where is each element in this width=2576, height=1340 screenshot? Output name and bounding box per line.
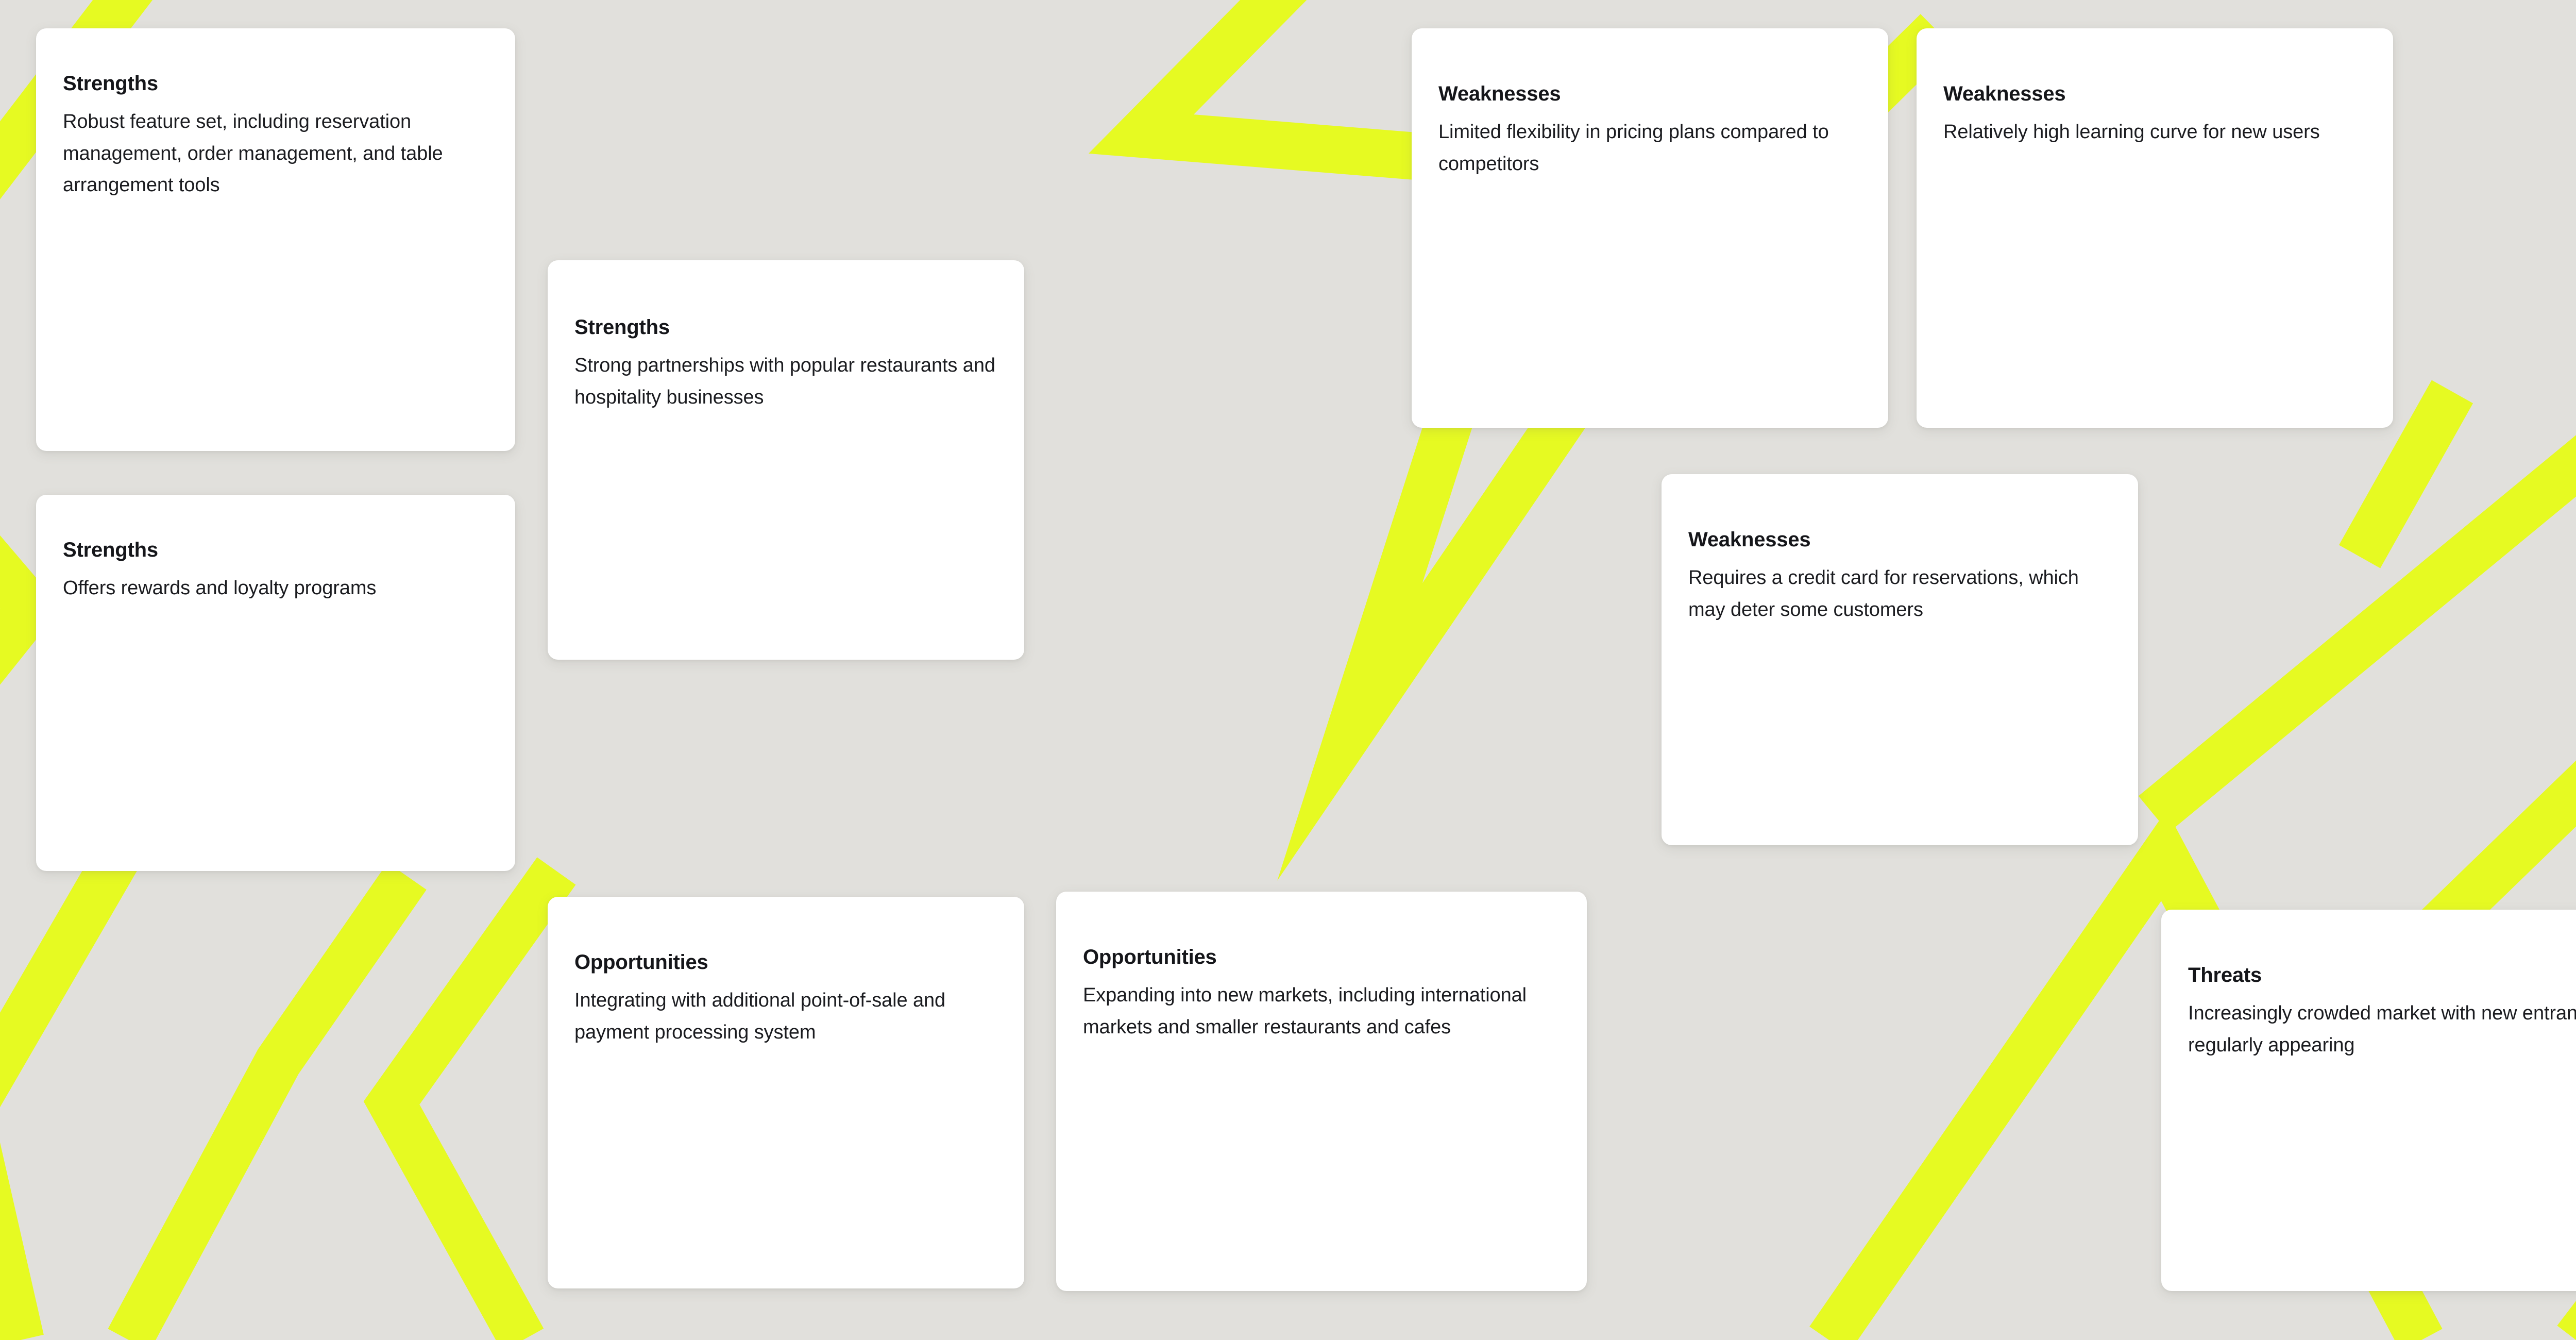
zigzag-segment [0, 535, 62, 685]
swot-card-text: Expanding into new markets, including in… [1083, 984, 1527, 1038]
swot-card-category: Strengths [63, 72, 158, 95]
swot-card-category: Strengths [574, 316, 670, 339]
swot-card-category: Opportunities [1083, 946, 1217, 968]
swot-card-category: Threats [2188, 964, 2262, 986]
zigzag-segment [363, 857, 576, 1340]
swot-card-text: Increasingly crowded market with new ent… [2188, 1002, 2576, 1056]
swot-card-text: Robust feature set, including reservatio… [63, 111, 443, 196]
swot-card-text: Requires a credit card for reservations,… [1688, 567, 2079, 621]
swot-card-category: Weaknesses [1688, 528, 1811, 551]
swot-card-text: Strong partnerships with popular restaur… [574, 355, 995, 408]
swot-card-category: Weaknesses [1943, 82, 2066, 105]
swot-card-text: Limited flexibility in pricing plans com… [1438, 121, 1829, 175]
swot-card-text: Integrating with additional point-of-sal… [574, 990, 946, 1043]
swot-card-text: Offers rewards and loyalty programs [63, 577, 377, 599]
swot-card-category: Opportunities [574, 951, 708, 974]
swot-card-category: Weaknesses [1438, 82, 1561, 105]
swot-card-category: Strengths [63, 539, 158, 561]
swot-card-text: Relatively high learning curve for new u… [1943, 121, 2320, 143]
zigzag-segment [108, 862, 427, 1340]
zigzag-segment [2405, 760, 2576, 961]
